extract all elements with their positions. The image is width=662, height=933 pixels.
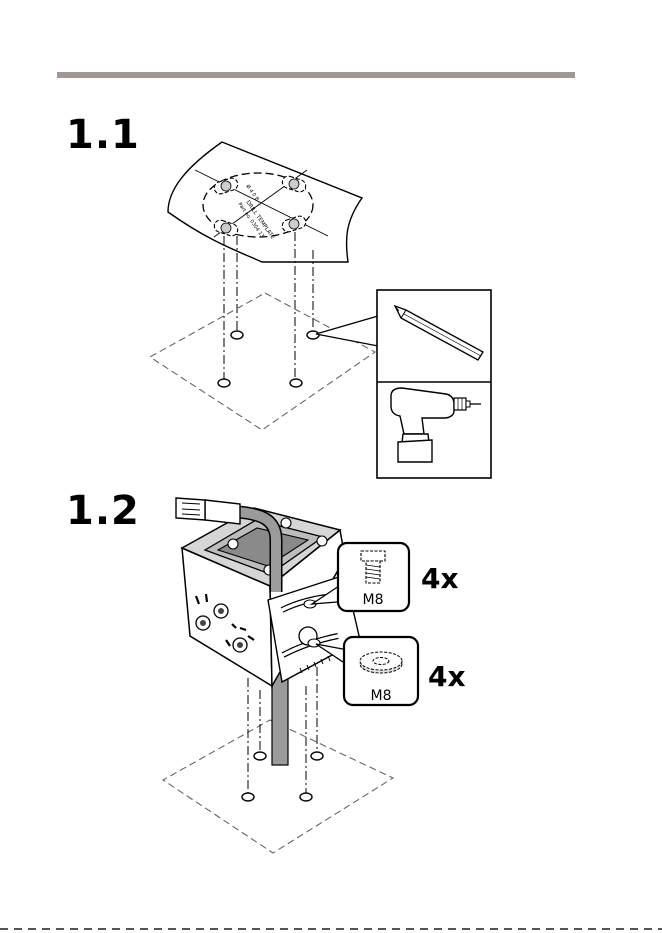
network-plug-icon bbox=[176, 498, 240, 524]
drill-template-illustration: Ø 4 0 B ... DRILL TEMPLATE Part no. 0304… bbox=[150, 142, 491, 478]
washer-size-label: M8 bbox=[371, 688, 392, 704]
bracket-mounting-illustration: M8 M8 bbox=[163, 498, 418, 853]
screw-size-label: M8 bbox=[363, 592, 384, 608]
washer-icon bbox=[360, 652, 402, 673]
tools-box bbox=[377, 290, 491, 478]
page-bottom-edge bbox=[0, 928, 662, 930]
